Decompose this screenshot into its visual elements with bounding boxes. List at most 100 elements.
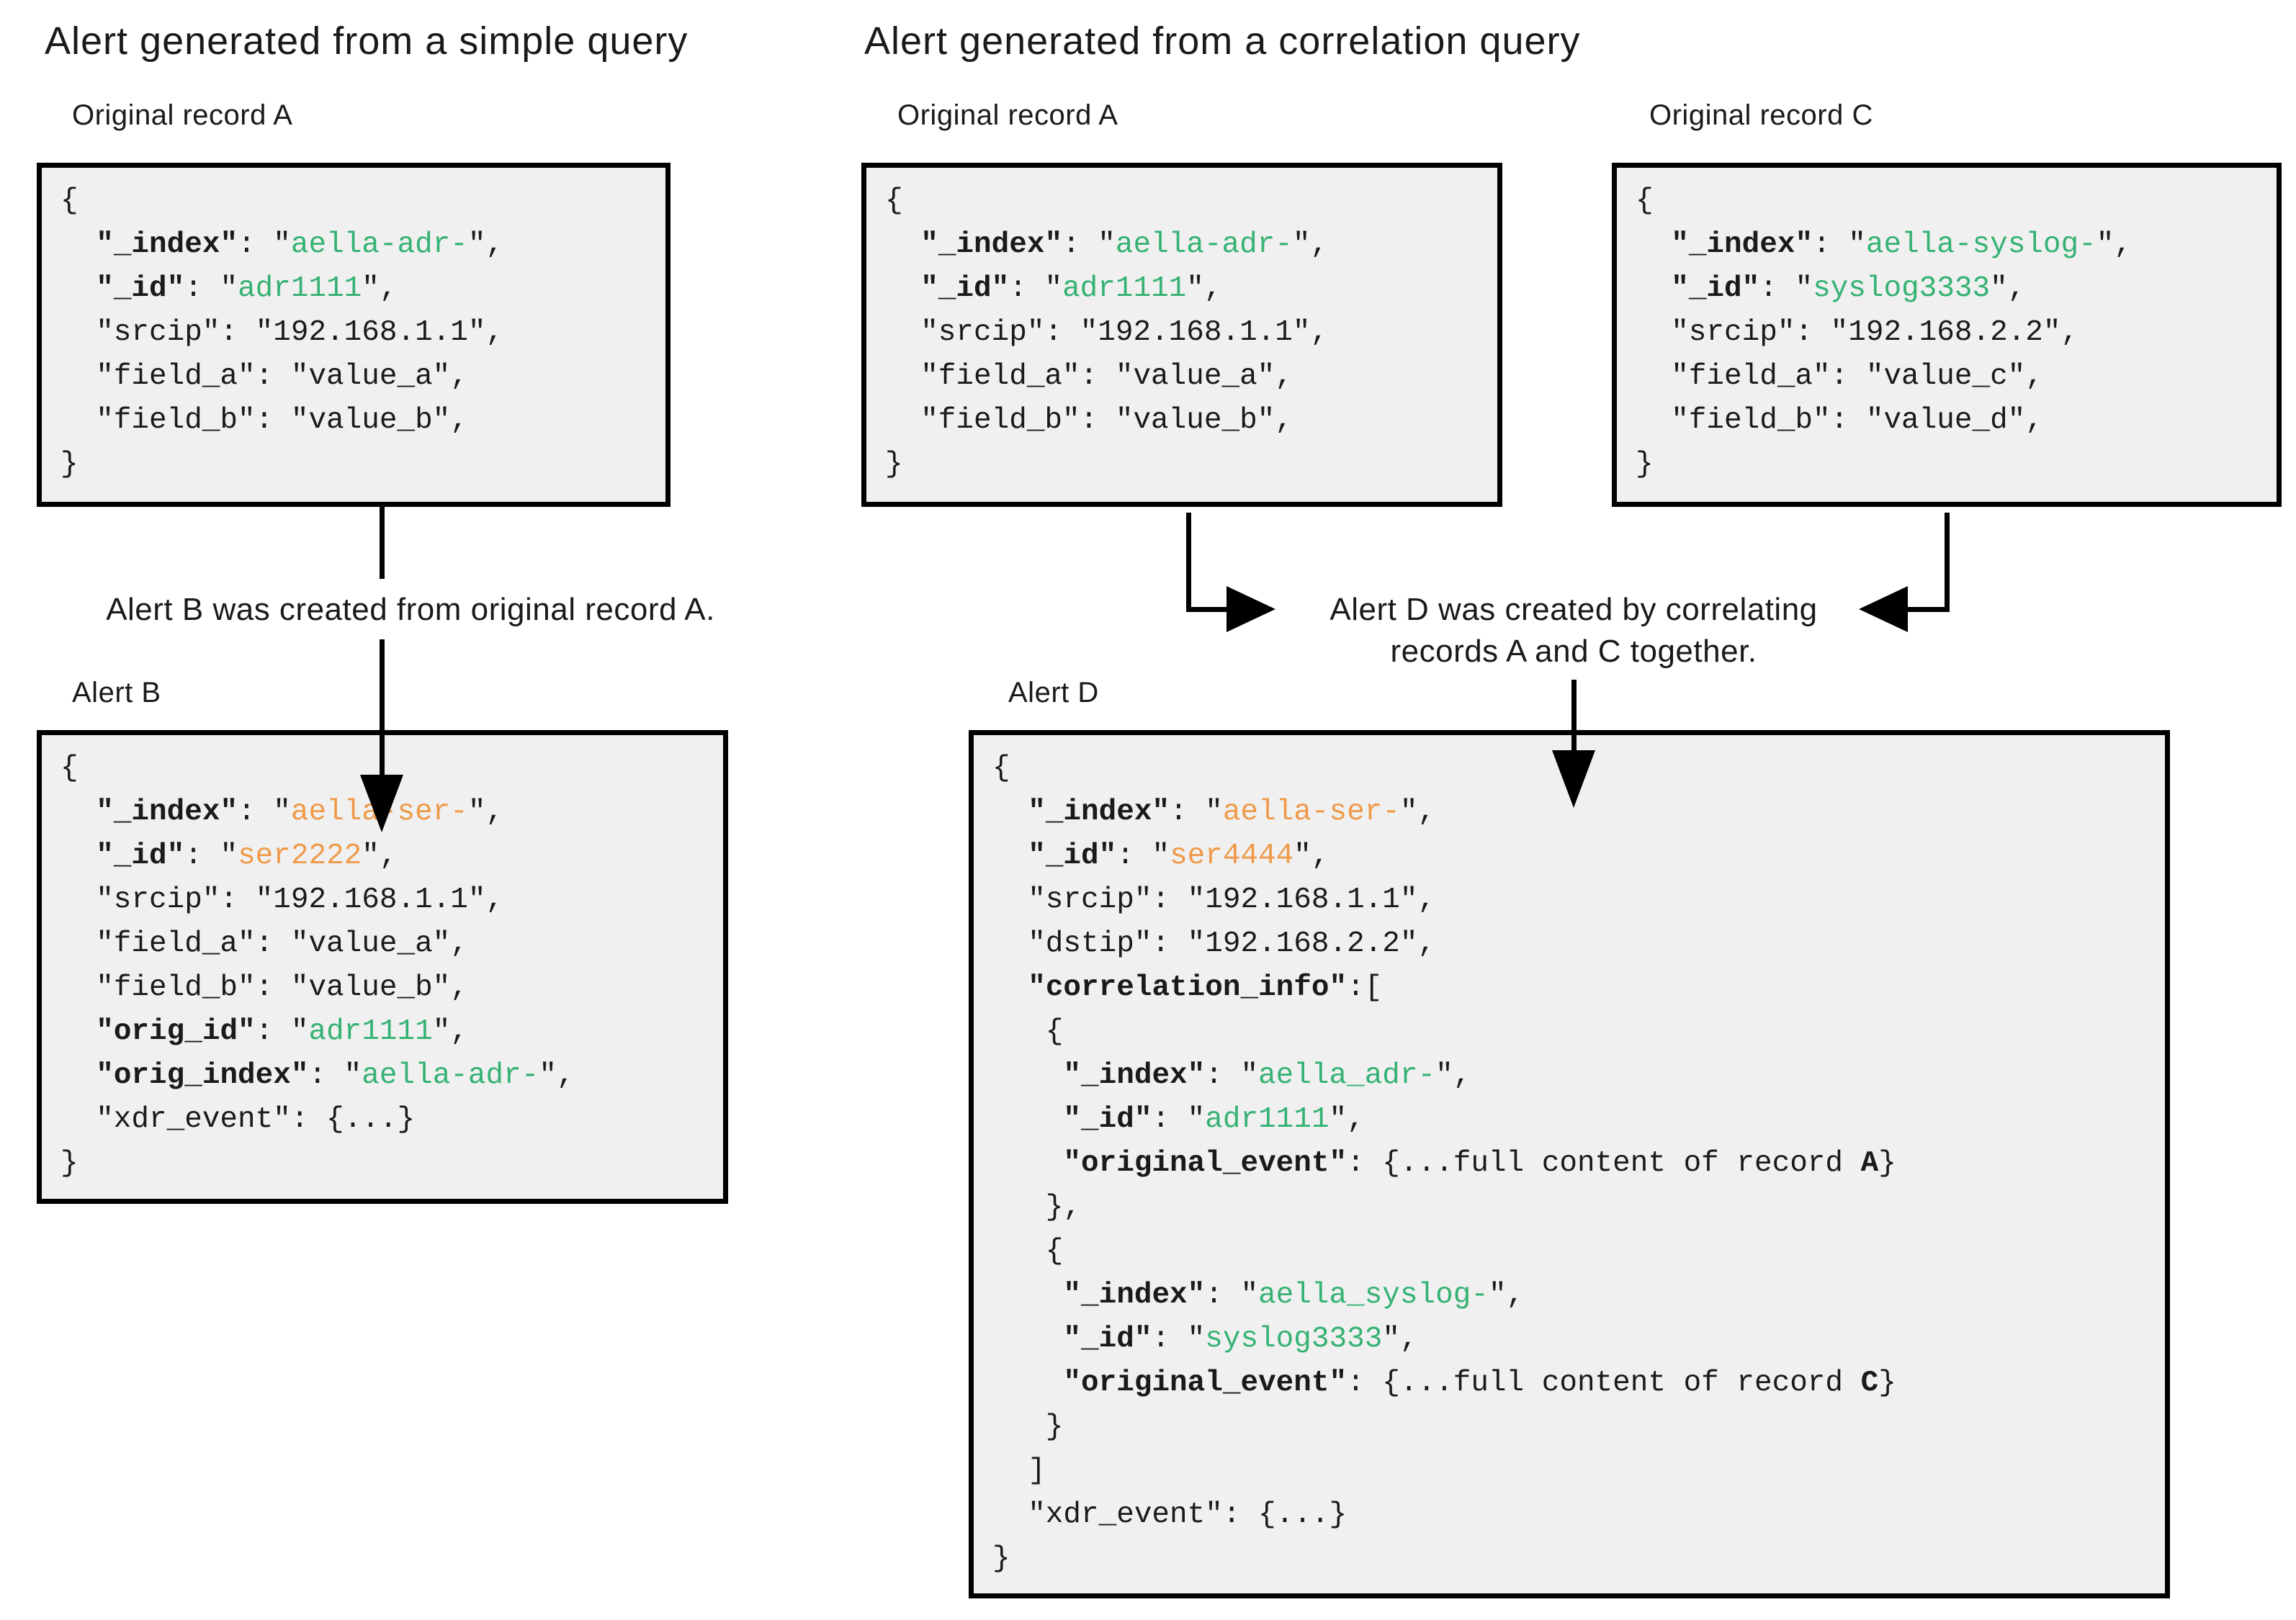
code-line: "dstip": "192.168.2.2",: [992, 922, 2159, 966]
code-segment: ",: [362, 272, 398, 305]
code-segment: [992, 1147, 1063, 1180]
code-line: {: [992, 1010, 2159, 1054]
code-segment: }: [1878, 1147, 1896, 1180]
code-segment: ",: [1990, 272, 2026, 305]
original-record-a-right-label: Original record A: [897, 99, 1118, 131]
code-segment: [60, 272, 96, 305]
code-segment: [885, 228, 920, 261]
code-line: "_id": "adr1111",: [60, 267, 660, 311]
code-segment: [60, 1059, 96, 1092]
code-segment: : {...full content of record: [1347, 1147, 1861, 1180]
code-segment: ]: [992, 1454, 1046, 1488]
code-line: {: [885, 179, 1492, 223]
code-segment: [60, 840, 96, 873]
code-segment: : ": [1152, 1323, 1206, 1356]
code-segment: : ": [1759, 272, 1813, 305]
code-segment: }: [1878, 1367, 1896, 1400]
code-segment: "_index": [920, 228, 1063, 261]
code-line: "_index": "aella-adr-",: [60, 223, 660, 267]
code-segment: "field_b": "value_b",: [60, 971, 468, 1004]
code-segment: "field_b": "value_b",: [60, 404, 468, 437]
arrow-note-to-alert-d-line: [1571, 680, 1577, 755]
code-segment: [992, 1323, 1063, 1356]
code-segment: : ": [1205, 1279, 1259, 1312]
code-line: {: [992, 1230, 2159, 1274]
code-segment: ",: [362, 840, 398, 873]
original-record-a-left-label: Original record A: [72, 99, 293, 131]
code-segment: adr1111: [1062, 272, 1187, 305]
code-segment: ser2222: [238, 840, 362, 873]
code-segment: "_id": [1063, 1323, 1152, 1356]
code-segment: }: [1636, 448, 1654, 481]
code-line: },: [992, 1186, 2159, 1230]
code-segment: ",: [1293, 840, 1329, 873]
code-segment: "orig_index": [96, 1059, 309, 1092]
code-segment: [992, 840, 1028, 873]
code-line: "_index": "aella-adr-",: [885, 223, 1492, 267]
code-line: "srcip": "192.168.1.1",: [60, 311, 660, 355]
code-segment: "_id": [920, 272, 1010, 305]
code-segment: [1636, 272, 1671, 305]
code-segment: : ": [1009, 272, 1063, 305]
code-segment: C: [1860, 1367, 1879, 1400]
code-line: "srcip": "192.168.1.1",: [60, 878, 717, 922]
code-segment: ",: [539, 1059, 575, 1092]
code-line: "_id": "adr1111",: [885, 267, 1492, 311]
code-segment: }: [992, 1410, 1064, 1444]
code-segment: [992, 1367, 1063, 1400]
code-line: "_id": "syslog3333",: [1636, 267, 2271, 311]
code-segment: "_index": [96, 228, 238, 261]
code-line: "srcip": "192.168.1.1",: [885, 311, 1492, 355]
code-segment: syslog3333: [1813, 272, 1991, 305]
code-segment: A: [1860, 1147, 1879, 1180]
code-line: "_index": "aella_syslog-",: [992, 1274, 2159, 1318]
code-segment: "field_b": "value_d",: [1636, 404, 2043, 437]
code-line: }: [1636, 443, 2271, 487]
code-segment: "field_b": "value_b",: [885, 404, 1293, 437]
code-segment: "_index": [1028, 796, 1170, 829]
code-segment: aella-adr-: [1115, 228, 1293, 261]
code-segment: aella-syslog-: [1865, 228, 2097, 261]
code-segment: {: [60, 752, 79, 785]
code-segment: : ": [1062, 228, 1116, 261]
code-segment: [992, 1103, 1063, 1136]
code-segment: adr1111: [238, 272, 362, 305]
code-segment: ",: [1435, 1059, 1471, 1092]
arrow-record-a-elbow-horizontal: [1186, 607, 1228, 612]
code-segment: [60, 228, 96, 261]
code-line: "_id": "adr1111",: [992, 1098, 2159, 1142]
code-segment: ",: [467, 796, 504, 829]
code-segment: : ": [1152, 1103, 1206, 1136]
code-segment: {: [60, 184, 79, 217]
code-segment: "_id": [96, 272, 185, 305]
code-segment: ",: [2096, 228, 2132, 261]
code-line: "field_a": "value_a",: [60, 922, 717, 966]
code-segment: : ": [184, 272, 238, 305]
code-line: }: [992, 1405, 2159, 1449]
arrow-record-a-elbow-vertical: [1186, 513, 1191, 612]
code-segment: [60, 1015, 96, 1048]
code-line: "_index": "aella-ser-",: [992, 791, 2159, 834]
code-segment: {: [1636, 184, 1654, 217]
code-line: }: [60, 1142, 717, 1186]
code-segment: : {...full content of record: [1347, 1367, 1861, 1400]
code-line: "field_a": "value_c",: [1636, 355, 2271, 399]
code-segment: : ": [238, 228, 291, 261]
code-line: "_id": "ser2222",: [60, 834, 717, 878]
code-segment: {: [992, 1015, 1064, 1048]
code-segment: syslog3333: [1205, 1323, 1383, 1356]
alert-d-note-line2: records A and C together.: [1390, 634, 1757, 669]
code-segment: [992, 796, 1028, 829]
alert-b-note: Alert B was created from original record…: [106, 592, 715, 627]
code-segment: }: [60, 1147, 79, 1180]
code-segment: "srcip": "192.168.2.2",: [1636, 316, 2079, 349]
code-line: }: [60, 443, 660, 487]
code-segment: ",: [1292, 228, 1329, 261]
code-segment: }: [992, 1542, 1010, 1575]
code-segment: aella_adr-: [1258, 1059, 1436, 1092]
code-line: "field_b": "value_d",: [1636, 399, 2271, 443]
code-line: }: [885, 443, 1492, 487]
arrow-record-a-to-alert-b-line-bottom: [380, 639, 385, 780]
code-segment: ",: [467, 228, 504, 261]
code-segment: "field_a": "value_c",: [1636, 360, 2043, 393]
